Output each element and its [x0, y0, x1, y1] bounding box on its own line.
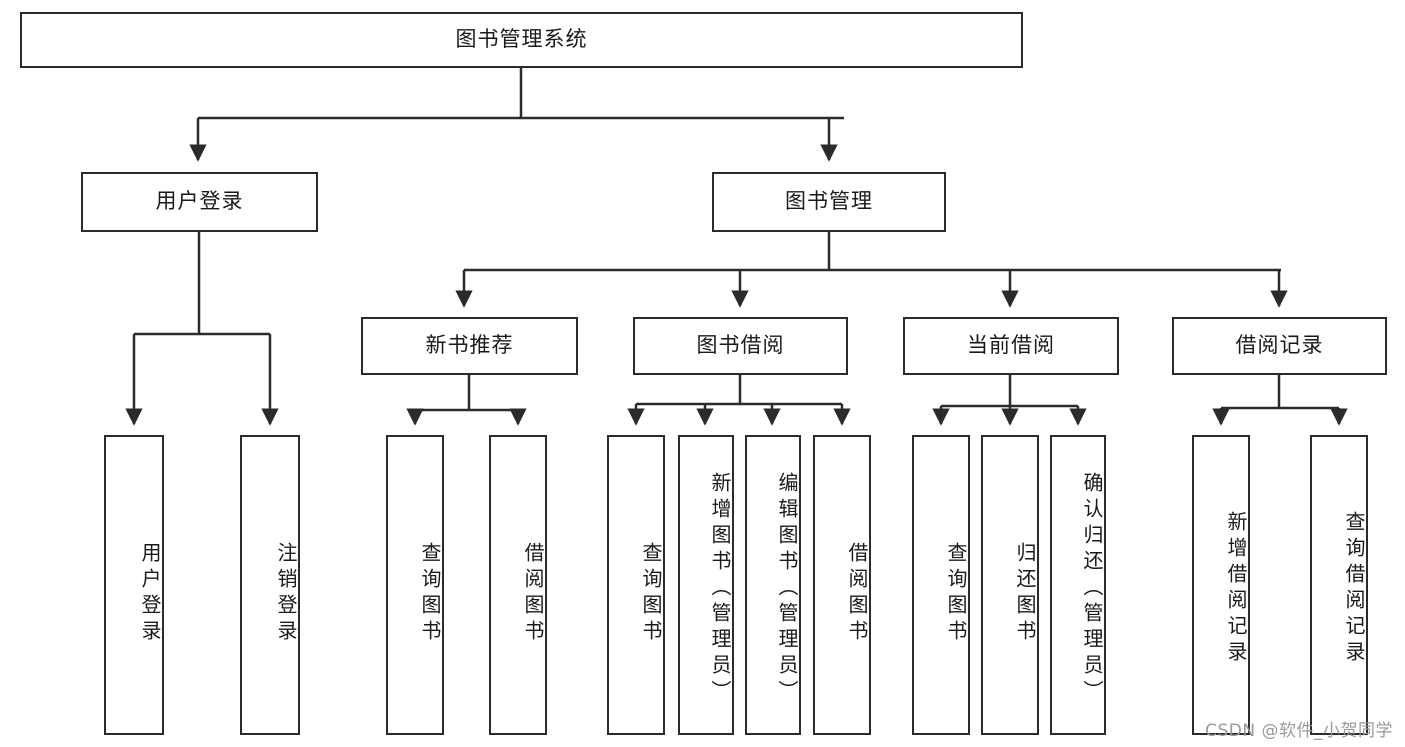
node-leaf-query-record[interactable]: 查询借阅记录 — [1310, 435, 1368, 735]
node-root-label: 图书管理系统 — [455, 27, 588, 52]
node-leaf-query-book-2-label: 查询图书 — [639, 542, 663, 646]
node-leaf-return-book[interactable]: 归还图书 — [981, 435, 1039, 735]
node-root[interactable]: 图书管理系统 — [20, 12, 1023, 68]
node-leaf-borrow-book-2[interactable]: 借阅图书 — [813, 435, 871, 735]
node-leaf-borrow-book-1[interactable]: 借阅图书 — [489, 435, 547, 735]
node-leaf-confirm-return-label: 确认归还（管理员） — [1080, 472, 1104, 706]
csdn-watermark: CSDN @软件_小贺同学 — [1205, 721, 1393, 741]
node-user-login-label: 用户登录 — [155, 189, 244, 214]
node-book-borrow[interactable]: 图书借阅 — [633, 317, 848, 375]
node-book-management[interactable]: 图书管理 — [712, 172, 946, 232]
node-current-borrow[interactable]: 当前借阅 — [903, 317, 1119, 375]
node-leaf-query-book-1[interactable]: 查询图书 — [386, 435, 444, 735]
node-leaf-edit-book-label: 编辑图书（管理员） — [775, 472, 799, 706]
node-leaf-add-record-label: 新增借阅记录 — [1224, 511, 1248, 667]
node-current-borrow-label: 当前借阅 — [967, 333, 1055, 358]
node-leaf-borrow-book-1-label: 借阅图书 — [521, 542, 545, 646]
node-leaf-logout[interactable]: 注销登录 — [240, 435, 300, 735]
node-leaf-user-login-label: 用户登录 — [138, 542, 162, 646]
node-leaf-add-book-label: 新增图书（管理员） — [708, 472, 732, 706]
node-leaf-add-record[interactable]: 新增借阅记录 — [1192, 435, 1250, 735]
node-leaf-query-book-3[interactable]: 查询图书 — [912, 435, 970, 735]
node-leaf-query-book-1-label: 查询图书 — [418, 542, 442, 646]
node-leaf-logout-label: 注销登录 — [274, 542, 298, 646]
node-leaf-borrow-book-2-label: 借阅图书 — [845, 542, 869, 646]
node-leaf-query-book-2[interactable]: 查询图书 — [607, 435, 665, 735]
node-leaf-query-book-3-label: 查询图书 — [944, 542, 968, 646]
node-leaf-user-login[interactable]: 用户登录 — [104, 435, 164, 735]
node-user-login[interactable]: 用户登录 — [81, 172, 318, 232]
node-leaf-add-book[interactable]: 新增图书（管理员） — [678, 435, 734, 735]
node-book-management-label: 图书管理 — [785, 189, 873, 214]
node-borrow-record[interactable]: 借阅记录 — [1172, 317, 1387, 375]
node-leaf-return-book-label: 归还图书 — [1013, 542, 1037, 646]
node-book-borrow-label: 图书借阅 — [696, 333, 785, 358]
node-new-book-recommend[interactable]: 新书推荐 — [361, 317, 578, 375]
node-leaf-confirm-return[interactable]: 确认归还（管理员） — [1050, 435, 1106, 735]
node-borrow-record-label: 借阅记录 — [1235, 333, 1324, 358]
node-new-book-recommend-label: 新书推荐 — [425, 333, 514, 358]
node-leaf-edit-book[interactable]: 编辑图书（管理员） — [745, 435, 801, 735]
node-leaf-query-record-label: 查询借阅记录 — [1342, 511, 1366, 667]
